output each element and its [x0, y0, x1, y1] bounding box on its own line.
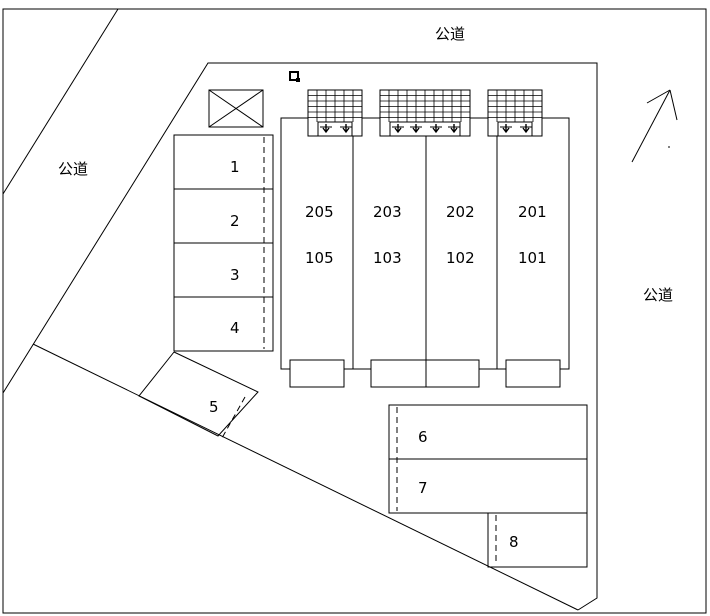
- stair-grids: [307, 89, 543, 137]
- stair-grid: [307, 89, 363, 137]
- door-landing: [389, 121, 461, 137]
- unit-upper-2: 203: [373, 203, 402, 221]
- parking-space-3: 3: [230, 266, 240, 284]
- property-boundary: [2, 62, 598, 611]
- road-label-east: 公道: [643, 286, 673, 304]
- parking-space-5: 5: [209, 398, 219, 416]
- parking-east: [388, 404, 588, 568]
- road-edge-west: [2, 8, 119, 195]
- meter-icon: [289, 71, 300, 82]
- unit-lower-3: 102: [446, 249, 475, 267]
- parking-space-1: 1: [230, 158, 240, 176]
- unit-upper-3: 202: [446, 203, 475, 221]
- outer-frame: [2, 8, 707, 614]
- north-arrow-icon: [631, 89, 678, 163]
- stair-grid: [487, 89, 543, 137]
- building-outline: [280, 117, 570, 370]
- stair-grid: [379, 89, 471, 137]
- unit-lower-2: 103: [373, 249, 402, 267]
- step-box: [370, 359, 480, 388]
- parking-space-8: 8: [509, 533, 519, 551]
- unit-lower-4: 101: [518, 249, 547, 267]
- road-edge-south: [32, 343, 579, 611]
- step-box: [289, 359, 345, 388]
- garbage-station-icon: [208, 89, 264, 128]
- road-label-north: 公道: [435, 25, 465, 43]
- parking-angled: [138, 351, 259, 439]
- step-box: [505, 359, 561, 388]
- parking-space-6: 6: [418, 428, 428, 446]
- entrance-steps: [289, 359, 561, 388]
- unit-upper-1: 205: [305, 203, 334, 221]
- unit-lower-1: 105: [305, 249, 334, 267]
- parking-west: [173, 134, 274, 352]
- parking-space-7: 7: [418, 479, 428, 497]
- road-label-west: 公道: [58, 160, 88, 178]
- parking-space-4: 4: [230, 319, 240, 337]
- unit-labels: 205 105 203 103 202 102 201 101: [305, 203, 547, 267]
- building: [280, 117, 570, 370]
- unit-upper-4: 201: [518, 203, 547, 221]
- parking-space-2: 2: [230, 212, 240, 230]
